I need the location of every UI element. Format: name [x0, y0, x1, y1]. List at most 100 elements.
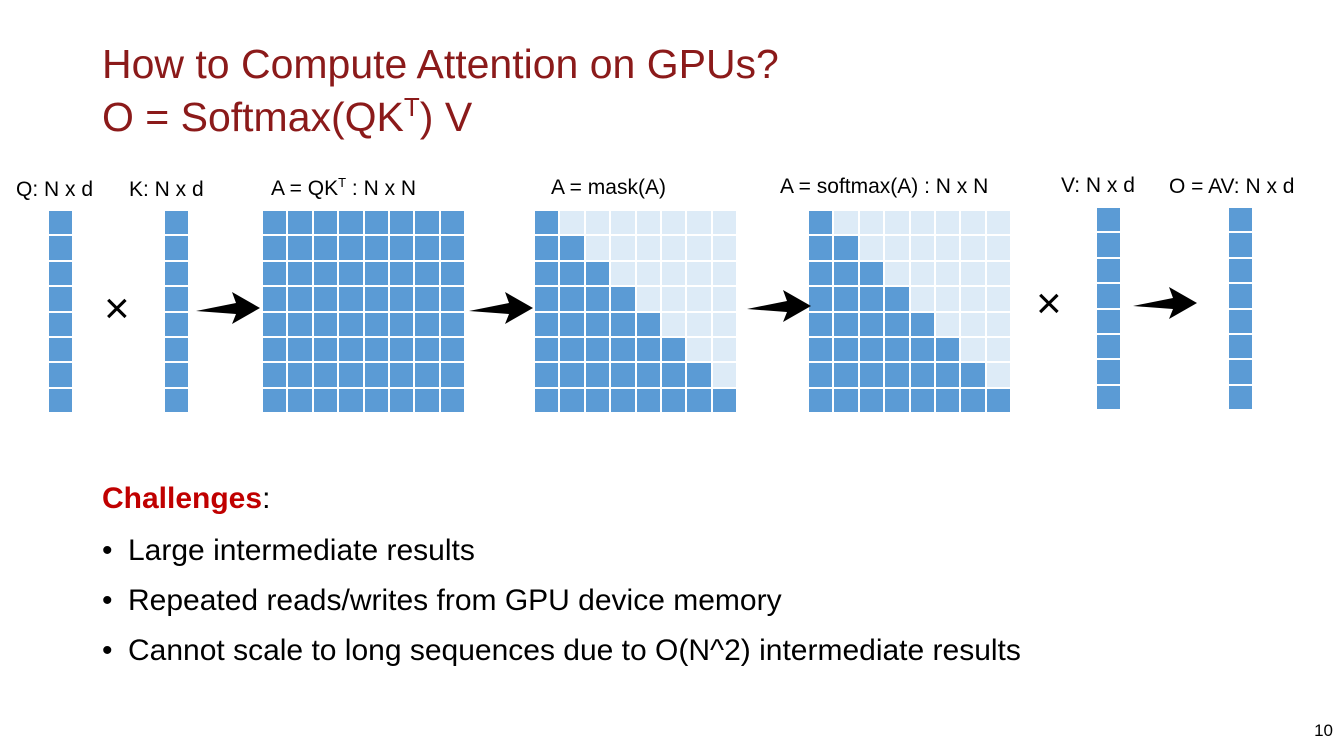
matrix-cell	[1096, 207, 1121, 233]
matrix-cell	[711, 336, 737, 363]
matrix-cell	[660, 311, 687, 337]
matrix-cell	[884, 260, 910, 287]
label-o: O = AV: N x d	[1169, 175, 1295, 198]
matrix-cell	[884, 286, 910, 312]
matrix-a	[262, 210, 465, 413]
matrix-cell	[287, 362, 313, 388]
matrix-cell	[1228, 384, 1253, 410]
arrow-right-icon	[196, 292, 260, 324]
matrix-cell	[635, 311, 661, 337]
matrix-cell	[262, 210, 288, 236]
matrix-cell	[610, 260, 636, 287]
matrix-cell	[534, 235, 560, 261]
bullet-icon: •	[102, 584, 113, 617]
formula-superscript: T	[403, 92, 420, 122]
matrix-cell	[48, 311, 73, 337]
matrix-cell	[338, 260, 364, 287]
matrix-cell	[534, 286, 560, 312]
matrix-cell	[164, 387, 189, 413]
matrix-cell	[1096, 333, 1121, 360]
matrix-cell	[388, 311, 415, 337]
matrix-cell	[858, 336, 885, 363]
matrix-cell	[338, 286, 364, 312]
matrix-cell	[934, 235, 961, 261]
matrix-cell	[262, 311, 288, 337]
matrix-cell	[610, 286, 636, 312]
slide-title: How to Compute Attention on GPUs?	[102, 41, 779, 87]
bullet-icon: •	[102, 634, 113, 667]
matrix-cell	[833, 387, 859, 413]
matrix-cell	[858, 362, 885, 388]
list-item: •Repeated reads/writes from GPU device m…	[102, 586, 1021, 636]
matrix-cell	[909, 362, 935, 388]
matrix-cell	[686, 311, 712, 337]
matrix-o	[1228, 207, 1253, 410]
matrix-cell	[909, 260, 935, 287]
matrix-cell	[48, 235, 73, 261]
matrix-cell	[833, 336, 859, 363]
matrix-cell	[559, 260, 585, 287]
matrix-cell	[711, 311, 737, 337]
matrix-cell	[833, 311, 859, 337]
formula-title: O = Softmax(QKT) V	[102, 94, 472, 138]
matrix-cell	[388, 336, 415, 363]
matrix-cell	[439, 336, 465, 363]
challenges-heading: Challenges:	[102, 484, 270, 514]
matrix-cell	[388, 235, 415, 261]
matrix-cell	[287, 387, 313, 413]
matrix-cell	[262, 286, 288, 312]
list-item-text: Cannot scale to long sequences due to O(…	[128, 634, 1021, 667]
matrix-cell	[610, 235, 636, 261]
matrix-cell	[660, 286, 687, 312]
matrix-cell	[388, 286, 415, 312]
matrix-cell	[262, 336, 288, 363]
matrix-cell	[388, 387, 415, 413]
matrix-cell	[262, 260, 288, 287]
matrix-cell	[960, 260, 986, 287]
matrix-cell	[909, 210, 935, 236]
matrix-cell	[1228, 308, 1253, 334]
matrix-cell	[48, 362, 73, 388]
matrix-cell	[1228, 257, 1253, 284]
matrix-cell	[262, 387, 288, 413]
matrix-cell	[808, 387, 834, 413]
matrix-cell	[1096, 308, 1121, 334]
matrix-cell	[909, 387, 935, 413]
matrix-cell	[262, 235, 288, 261]
matrix-cell	[584, 210, 611, 236]
matrix-cell	[559, 210, 585, 236]
matrix-cell	[960, 387, 986, 413]
matrix-cell	[48, 210, 73, 236]
label-softmax: A = softmax(A) : N x N	[780, 175, 989, 198]
matrix-cell	[635, 286, 661, 312]
matrix-cell	[884, 210, 910, 236]
matrix-cell	[439, 311, 465, 337]
matrix-cell	[312, 286, 339, 312]
matrix-cell	[439, 362, 465, 388]
matrix-cell	[48, 286, 73, 312]
matrix-cell	[808, 260, 834, 287]
matrix-cell	[287, 260, 313, 287]
matrix-cell	[711, 387, 737, 413]
matrix-cell	[1228, 232, 1253, 258]
matrix-cell	[960, 311, 986, 337]
matrix-cell	[985, 311, 1011, 337]
matrix-cell	[808, 210, 834, 236]
matrix-cell	[584, 286, 611, 312]
matrix-cell	[312, 260, 339, 287]
matrix-cell	[287, 336, 313, 363]
matrix-cell	[858, 235, 885, 261]
bullet-icon: •	[102, 534, 113, 567]
list-item: •Large intermediate results	[102, 536, 1021, 586]
matrix-cell	[414, 235, 440, 261]
arrow-right-icon	[1133, 287, 1197, 319]
matrix-cell	[312, 235, 339, 261]
matrix-cell	[934, 336, 961, 363]
matrix-cell	[686, 362, 712, 388]
matrix-cell	[1228, 283, 1253, 309]
matrix-cell	[164, 336, 189, 363]
page-number: 10	[1314, 721, 1333, 740]
matrix-cell	[439, 235, 465, 261]
matrix-cell	[414, 286, 440, 312]
matrix-cell	[985, 260, 1011, 287]
